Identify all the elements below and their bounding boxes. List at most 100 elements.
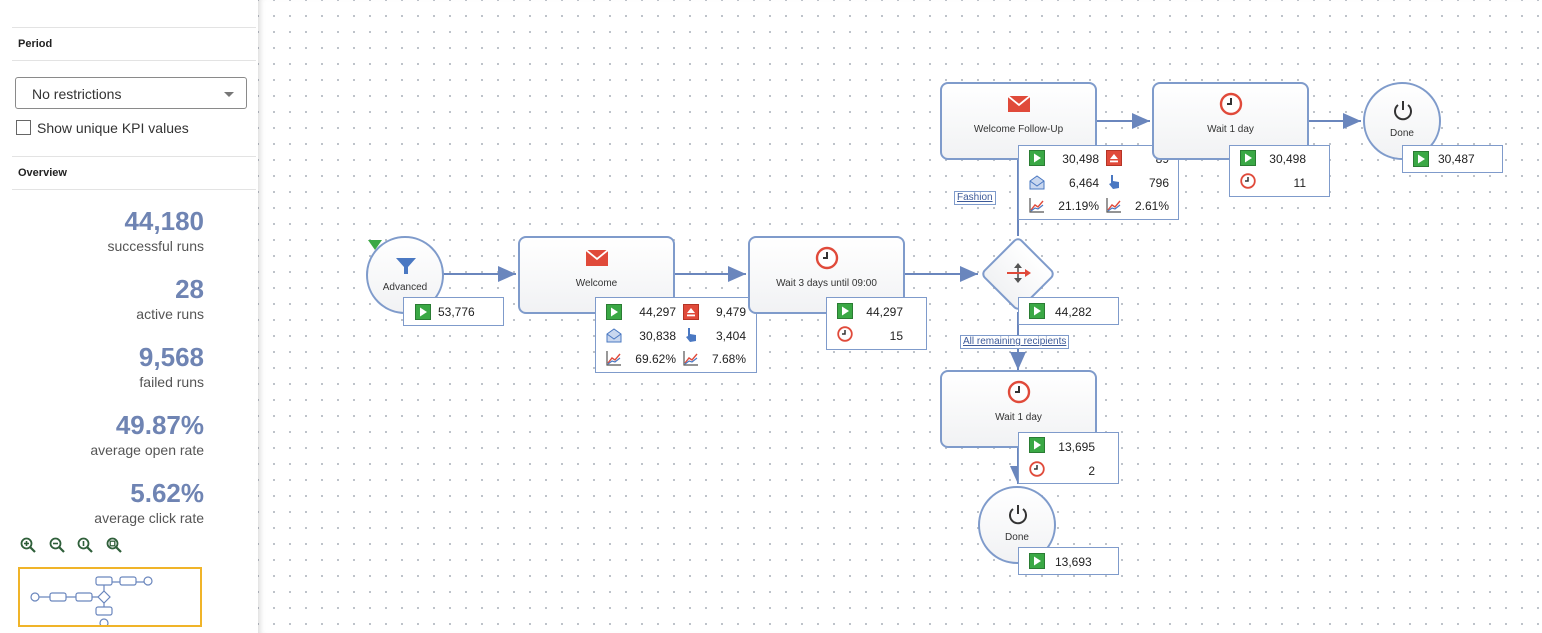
wait-1-day-bottom-stats: 13,695 2 xyxy=(1018,432,1119,484)
start-count: 53,776 xyxy=(438,305,475,319)
wait-3-days-stats: 44,297 15 xyxy=(826,297,927,350)
welcome-sent: 44,297 xyxy=(639,305,676,319)
play-icon xyxy=(606,304,622,320)
unique-kpi-checkbox[interactable] xyxy=(16,120,31,135)
welcome-open-rate: 69.62% xyxy=(635,352,676,366)
split-stats: 44,282 xyxy=(1018,297,1119,325)
click-rate-chart-icon xyxy=(683,351,698,366)
power-icon xyxy=(1009,505,1027,525)
play-icon xyxy=(1029,150,1045,166)
welcome-email-label: Welcome xyxy=(575,278,618,289)
split-icon xyxy=(1007,263,1031,283)
wait-3-days-label: Wait 3 days until 09:00 xyxy=(776,278,877,289)
welcome-click-rate: 7.68% xyxy=(711,352,746,366)
clock-icon xyxy=(1007,380,1030,404)
followup-opened: 6,464 xyxy=(1068,176,1099,190)
wait-1-day-bottom-label: Wait 1 day xyxy=(995,412,1042,423)
done-bottom-count: 13,693 xyxy=(1055,555,1092,569)
overview-title: Overview xyxy=(18,167,67,179)
done-top-count: 30,487 xyxy=(1438,152,1475,166)
followup-sent: 30,498 xyxy=(1062,152,1099,166)
trigger-icon xyxy=(368,240,382,250)
followup-email-label: Welcome Follow-Up xyxy=(973,124,1064,135)
kpi-click-rate-value: 5.62% xyxy=(130,478,204,508)
done-top-stats: 30,487 xyxy=(1402,145,1503,173)
opened-mail-icon xyxy=(606,328,622,343)
email-icon xyxy=(1006,95,1031,112)
chevron-down-icon xyxy=(224,92,234,97)
kpi-successful-runs-label: successful runs xyxy=(107,238,204,254)
done-top-label: Done xyxy=(1390,128,1414,139)
bounce-icon xyxy=(1106,150,1122,166)
open-rate-chart-icon xyxy=(1029,198,1044,213)
wait-1-day-top-label: Wait 1 day xyxy=(1207,124,1254,135)
followup-email-stats: 30,498 89 6,464 796 21.19% 2.61% xyxy=(1018,145,1179,220)
divider xyxy=(12,60,256,61)
minimap[interactable] xyxy=(18,567,202,627)
done-bottom-label: Done xyxy=(1005,532,1029,543)
wait-1-day-bottom-waiting: 2 xyxy=(1088,464,1095,478)
zoom-reset-icon[interactable] xyxy=(77,537,93,553)
followup-open-rate: 21.19% xyxy=(1058,199,1099,213)
kpi-successful-runs-value: 44,180 xyxy=(124,206,204,236)
open-rate-chart-icon xyxy=(606,351,621,366)
welcome-clicked: 3,404 xyxy=(715,329,746,343)
kpi-active-runs-value: 28 xyxy=(175,274,204,304)
play-icon xyxy=(415,304,431,320)
play-icon xyxy=(1029,437,1045,453)
divider xyxy=(12,189,256,190)
minimap-diagram xyxy=(30,576,153,625)
welcome-email-stats: 44,297 9,479 30,838 3,404 69.62% 7.68% xyxy=(595,297,757,373)
divider xyxy=(12,27,256,28)
play-icon xyxy=(1240,150,1256,166)
wait-1-day-top-waiting: 11 xyxy=(1293,176,1306,190)
wait-1-day-bottom-count: 13,695 xyxy=(1058,440,1095,454)
clock-icon xyxy=(1029,461,1045,477)
wait-1-day-top-count: 30,498 xyxy=(1269,152,1306,166)
split-count: 44,282 xyxy=(1055,305,1092,319)
play-icon xyxy=(837,303,853,319)
click-hand-icon xyxy=(686,328,696,342)
unique-kpi-label: Show unique KPI values xyxy=(37,120,189,136)
opened-mail-icon xyxy=(1029,175,1045,190)
welcome-opened: 30,838 xyxy=(639,329,676,343)
bounce-icon xyxy=(683,304,699,320)
branch-fashion-link[interactable]: Fashion xyxy=(954,191,996,205)
click-rate-chart-icon xyxy=(1106,198,1121,213)
period-select-value: No restrictions xyxy=(32,86,122,102)
play-icon xyxy=(1029,303,1045,319)
followup-click-rate: 2.61% xyxy=(1134,199,1169,213)
period-title: Period xyxy=(18,38,53,50)
click-hand-icon xyxy=(1109,175,1119,189)
zoom-fit-icon[interactable] xyxy=(106,537,122,553)
play-icon xyxy=(1029,553,1045,569)
period-select[interactable]: No restrictions xyxy=(15,77,247,109)
branch-remaining-link[interactable]: All remaining recipients xyxy=(960,335,1070,349)
wait-3-days-count: 44,297 xyxy=(866,305,903,319)
clock-icon xyxy=(837,326,853,342)
power-icon xyxy=(1394,101,1412,121)
kpi-open-rate-label: average open rate xyxy=(90,442,204,458)
start-stats: 53,776 xyxy=(403,297,504,326)
kpi-active-runs-label: active runs xyxy=(136,306,204,322)
kpi-failed-runs-value: 9,568 xyxy=(138,342,204,372)
wait-3-days-waiting: 15 xyxy=(889,329,903,343)
welcome-bounced: 9,479 xyxy=(715,305,746,319)
clock-icon xyxy=(1219,92,1242,116)
start-node-label: Advanced xyxy=(382,282,428,293)
sidebar: Period No restrictions Show unique KPI v… xyxy=(0,0,258,633)
clock-icon xyxy=(815,246,838,270)
kpi-click-rate-label: average click rate xyxy=(94,510,204,526)
clock-icon xyxy=(1240,173,1256,189)
filter-icon xyxy=(396,258,416,274)
zoom-out-icon[interactable] xyxy=(49,537,65,553)
kpi-open-rate-value: 49.87% xyxy=(115,410,204,440)
wait-1-day-top-stats: 30,498 11 xyxy=(1229,145,1330,197)
kpi-failed-runs-label: failed runs xyxy=(139,374,204,390)
followup-clicked: 796 xyxy=(1148,176,1169,190)
workflow-canvas[interactable]: Advanced 53,776 Welcome 44,297 9,479 30,… xyxy=(258,0,1542,633)
divider xyxy=(12,156,256,157)
zoom-in-icon[interactable] xyxy=(20,537,36,553)
email-icon xyxy=(584,249,609,266)
done-bottom-stats: 13,693 xyxy=(1018,547,1119,575)
